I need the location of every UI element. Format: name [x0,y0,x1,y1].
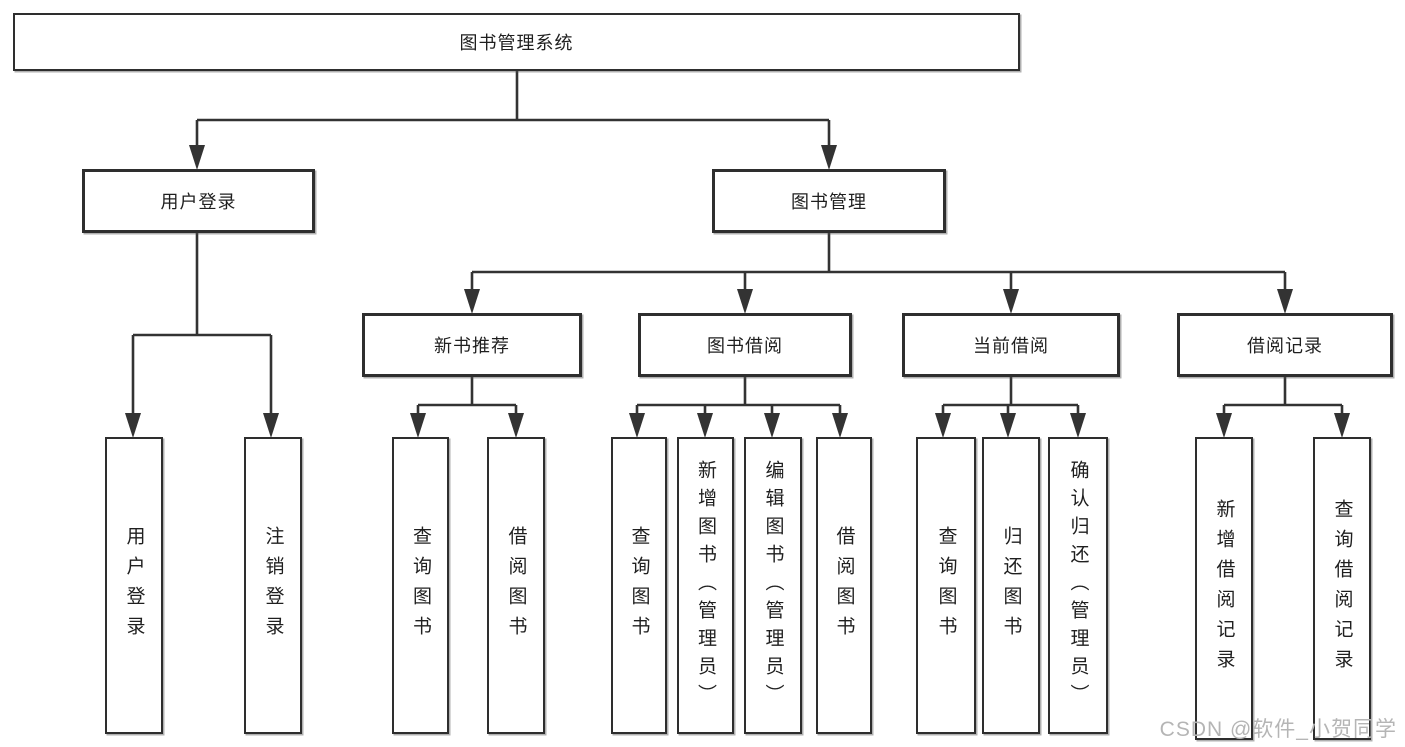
leaf-label: 查询图书 [410,525,431,646]
node-borrowing-records: 借阅记录 [1177,313,1393,377]
leaf-label: 新增图书（管理员） [695,459,716,712]
leaf-query-books-2: 查询图书 [611,437,667,734]
leaf-label: 借阅图书 [505,525,527,646]
node-user-login: 用户登录 [82,169,315,233]
leaf-label: 查询图书 [935,525,957,646]
leaf-borrow-books-1: 借阅图书 [487,437,545,734]
leaf-label: 确认归还（管理员） [1067,459,1089,712]
leaf-query-books-1: 查询图书 [392,437,449,734]
node-book-borrowing: 图书借阅 [638,313,852,377]
leaf-logout: 注销登录 [244,437,302,734]
leaf-label: 编辑图书（管理员） [762,459,784,712]
leaf-confirm-return-admin: 确认归还（管理员） [1048,437,1108,734]
leaf-add-borrow-record: 新增借阅记录 [1195,437,1253,740]
leaf-add-books-admin: 新增图书（管理员） [677,437,734,734]
leaf-query-books-3: 查询图书 [916,437,976,734]
node-new-book-recommend: 新书推荐 [362,313,582,377]
leaf-label: 查询借阅记录 [1331,498,1353,679]
leaf-label: 归还图书 [1000,525,1022,646]
node-book-management: 图书管理 [712,169,946,233]
node-label: 新书推荐 [434,336,510,356]
leaf-label: 借阅图书 [833,525,855,646]
node-label: 当前借阅 [973,336,1049,356]
leaf-query-borrow-record: 查询借阅记录 [1313,437,1371,740]
node-label: 图书管理 [791,192,867,212]
node-label: 借阅记录 [1247,336,1323,356]
leaf-edit-books-admin: 编辑图书（管理员） [744,437,802,734]
leaf-return-books: 归还图书 [982,437,1040,734]
node-label: 图书管理系统 [459,33,574,53]
node-library-management-system: 图书管理系统 [13,13,1020,71]
csdn-watermark: CSDN @软件_小贺同学 [1159,718,1397,741]
leaf-label: 新增借阅记录 [1213,498,1235,679]
node-label: 用户登录 [160,192,237,212]
leaf-label: 用户登录 [123,525,145,646]
node-current-borrowing: 当前借阅 [902,313,1120,377]
leaf-user-login: 用户登录 [105,437,163,734]
leaf-label: 查询图书 [628,525,650,646]
leaf-label: 注销登录 [262,525,284,646]
node-label: 图书借阅 [707,336,783,356]
leaf-borrow-books-2: 借阅图书 [816,437,872,734]
